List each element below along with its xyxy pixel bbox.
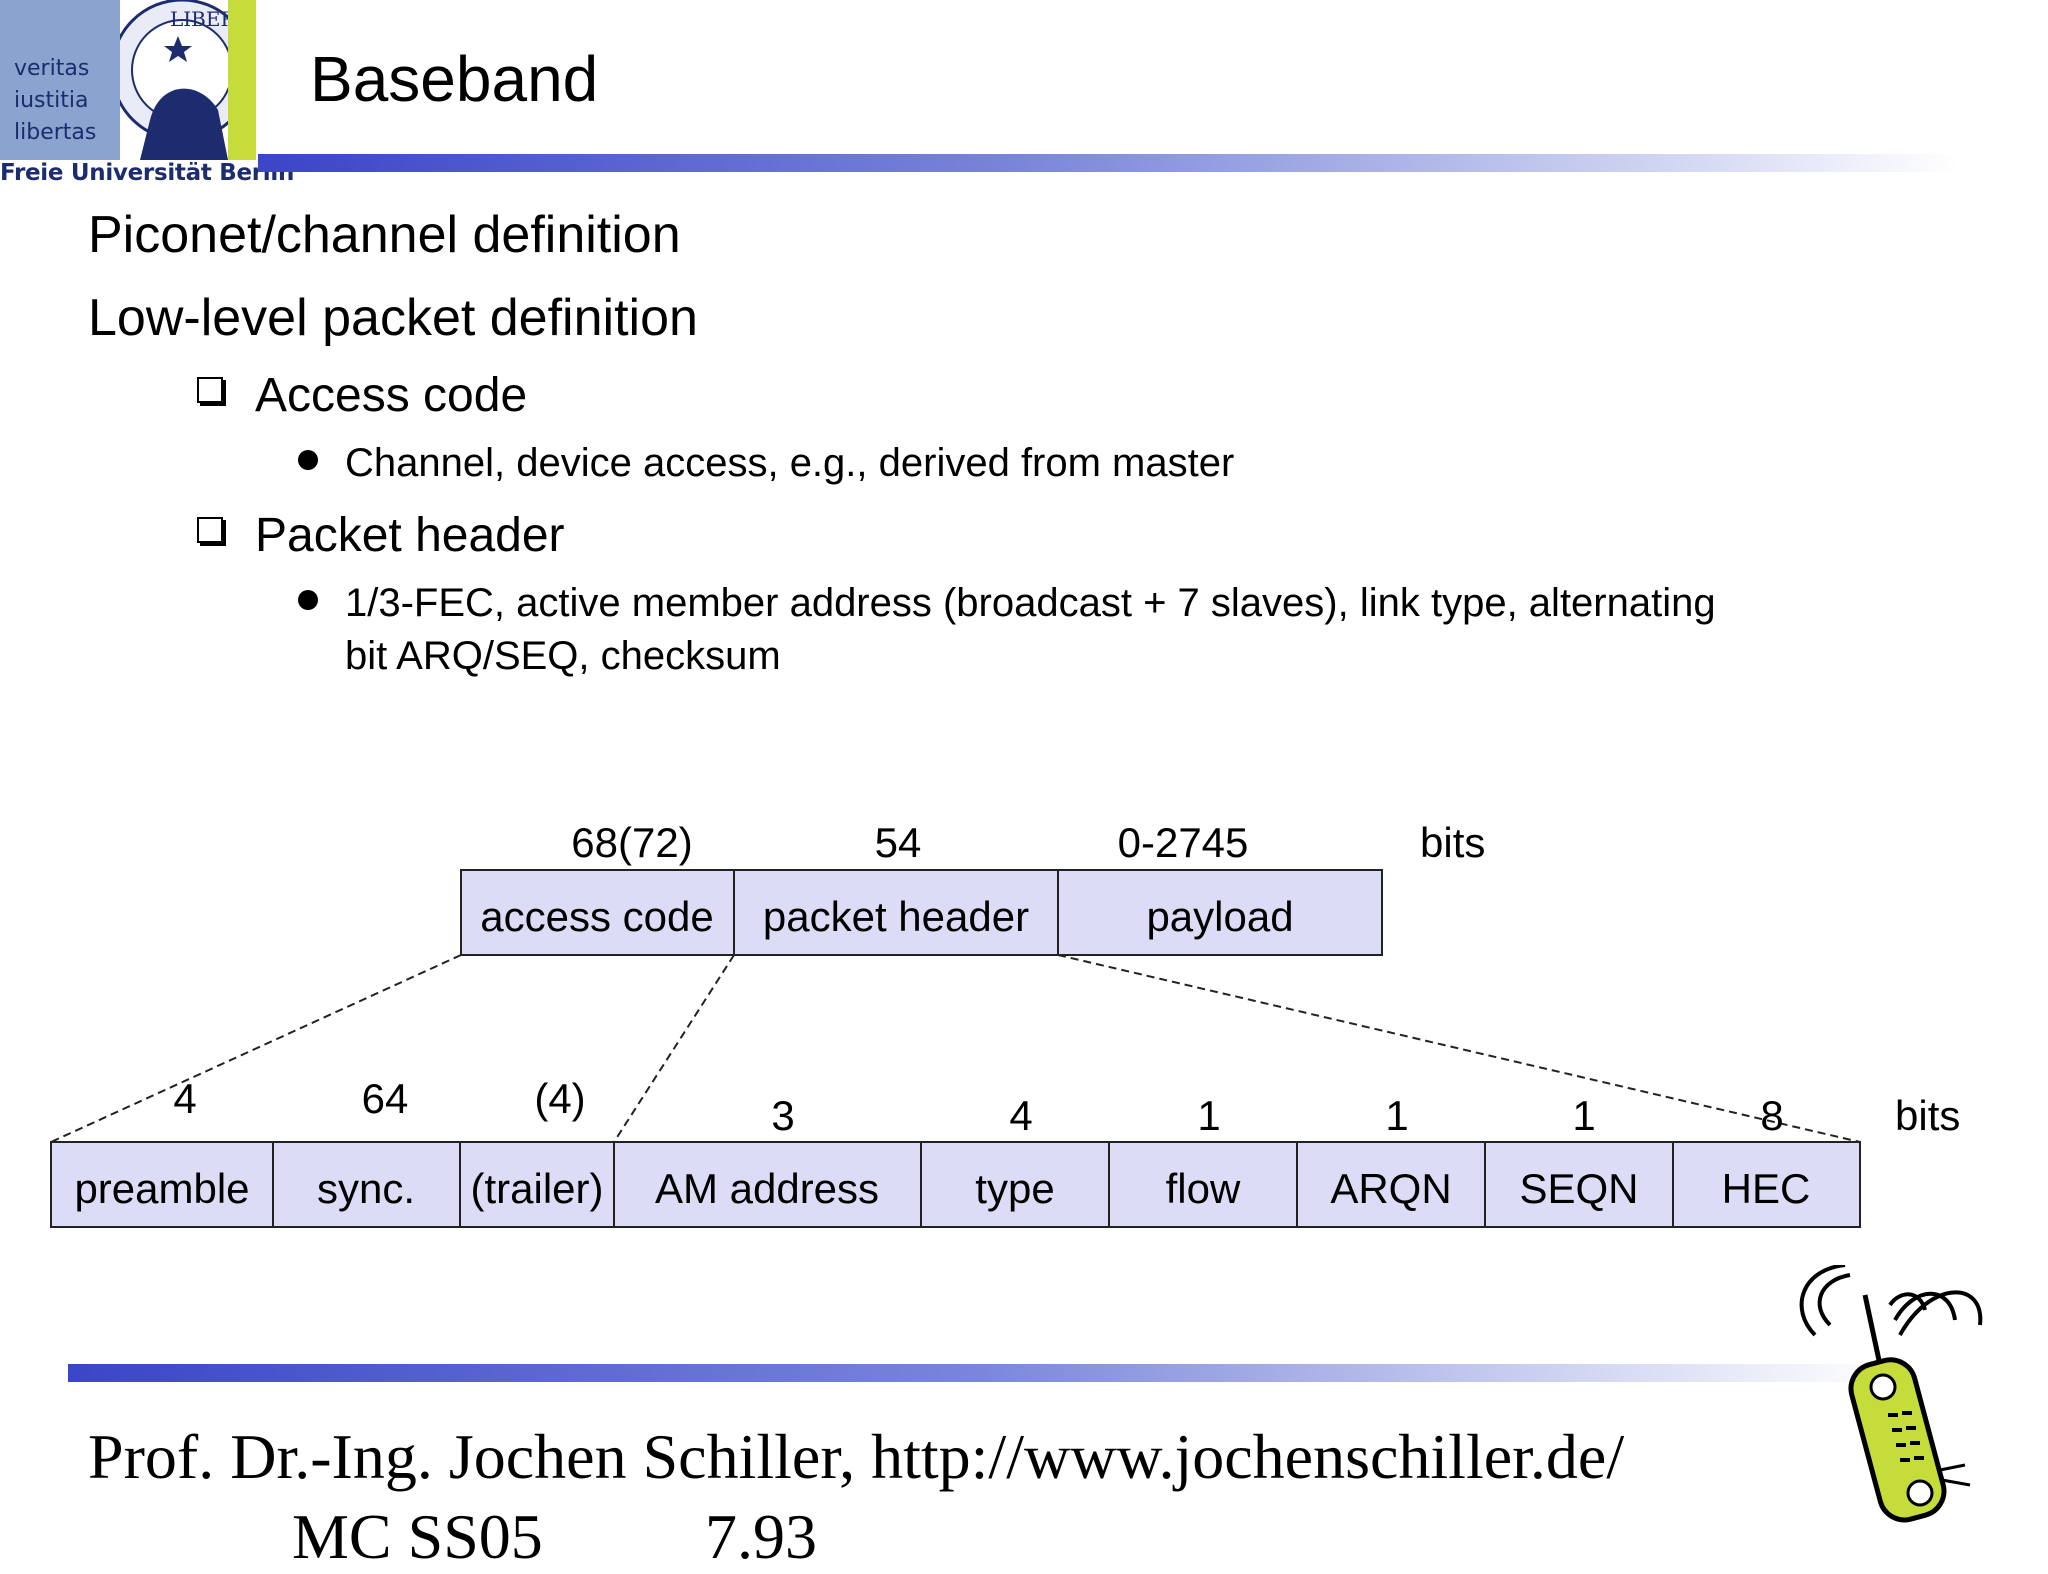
expand-line-right [1057,954,1861,1143]
mobile-phone-icon [1799,1265,1983,1523]
size-hec: 8 [1760,1092,1783,1139]
footer-page-number: 7.93 [705,1501,817,1572]
unit-bits-bottom: bits [1895,1092,1960,1139]
subbullet-access-code: Access code [255,369,528,422]
size-am-address: 3 [771,1092,794,1139]
packet-format-diagram: 68(72) 54 0-2745 bits access code packet… [50,819,1960,1228]
footer-author: Prof. Dr.-Ing. Jochen Schiller, http://w… [88,1421,1625,1492]
field-packet-header [733,869,1059,956]
size-trailer: (4) [534,1075,585,1122]
footer-bar [68,1364,1888,1382]
university-logo: veritas iustitia libertas LIBERTAS Freie… [0,0,294,186]
round-bullet-icon [298,450,318,470]
label-packet-header: packet header [763,893,1029,940]
label-arqn: ARQN [1330,1165,1451,1212]
label-trailer: (trailer) [471,1165,604,1212]
field-arqn [1296,1141,1486,1228]
field-hec [1672,1141,1861,1228]
size-access-code: 68(72) [571,819,692,866]
motto-word: iustitia [14,88,89,113]
size-seqn: 1 [1572,1092,1595,1139]
label-preamble: preamble [74,1165,249,1212]
square-bullet-icon [197,517,223,543]
label-access-code: access code [480,893,713,940]
title-underline-bar [258,154,1958,172]
seal-text: LIBERTAS [170,7,228,31]
label-flow: flow [1166,1165,1241,1212]
label-hec: HEC [1722,1165,1811,1212]
logo-green-strip [228,0,256,160]
size-sync: 64 [362,1075,409,1122]
label-seqn: SEQN [1519,1165,1638,1212]
label-payload: payload [1146,893,1293,940]
label-sync: sync. [317,1165,415,1212]
footer-course: MC SS05 [292,1501,543,1572]
square-bullet-icon [197,377,223,403]
field-trailer [459,1141,615,1228]
detail-access-code: Channel, device access, e.g., derived fr… [345,441,1235,485]
university-seal-icon: LIBERTAS [120,0,228,160]
expand-line-left [50,954,462,1143]
detail-packet-header-cont: bit ARQ/SEQ, checksum [345,634,781,678]
field-flow [1108,1141,1298,1228]
expand-line-middle [613,954,735,1143]
field-seqn [1484,1141,1674,1228]
logo-background [0,0,120,160]
detail-packet-header: 1/3-FEC, active member address (broadcas… [345,581,1716,625]
field-preamble [50,1141,274,1228]
field-access-code [460,869,735,956]
unit-bits-top: bits [1420,819,1485,866]
label-am-address: AM address [655,1165,879,1212]
motto-word: libertas [14,120,97,145]
field-am-address [613,1141,922,1228]
size-packet-header: 54 [875,819,922,866]
size-flow: 1 [1197,1092,1220,1139]
university-name: Freie Universität Berlin [0,160,295,186]
round-bullet-icon [298,590,318,610]
slide-title: Baseband [310,43,599,115]
field-payload [1057,869,1383,956]
size-payload: 0-2745 [1118,819,1249,866]
size-preamble: 4 [173,1075,196,1122]
size-type: 4 [1009,1092,1032,1139]
subbullet-packet-header: Packet header [255,509,565,562]
bullet-low-level-packet: Low-level packet definition [88,289,698,347]
field-sync [272,1141,461,1228]
motto-word: veritas [14,56,90,81]
label-type: type [975,1165,1054,1212]
size-arqn: 1 [1385,1092,1408,1139]
bullet-piconet-definition: Piconet/channel definition [88,206,681,264]
